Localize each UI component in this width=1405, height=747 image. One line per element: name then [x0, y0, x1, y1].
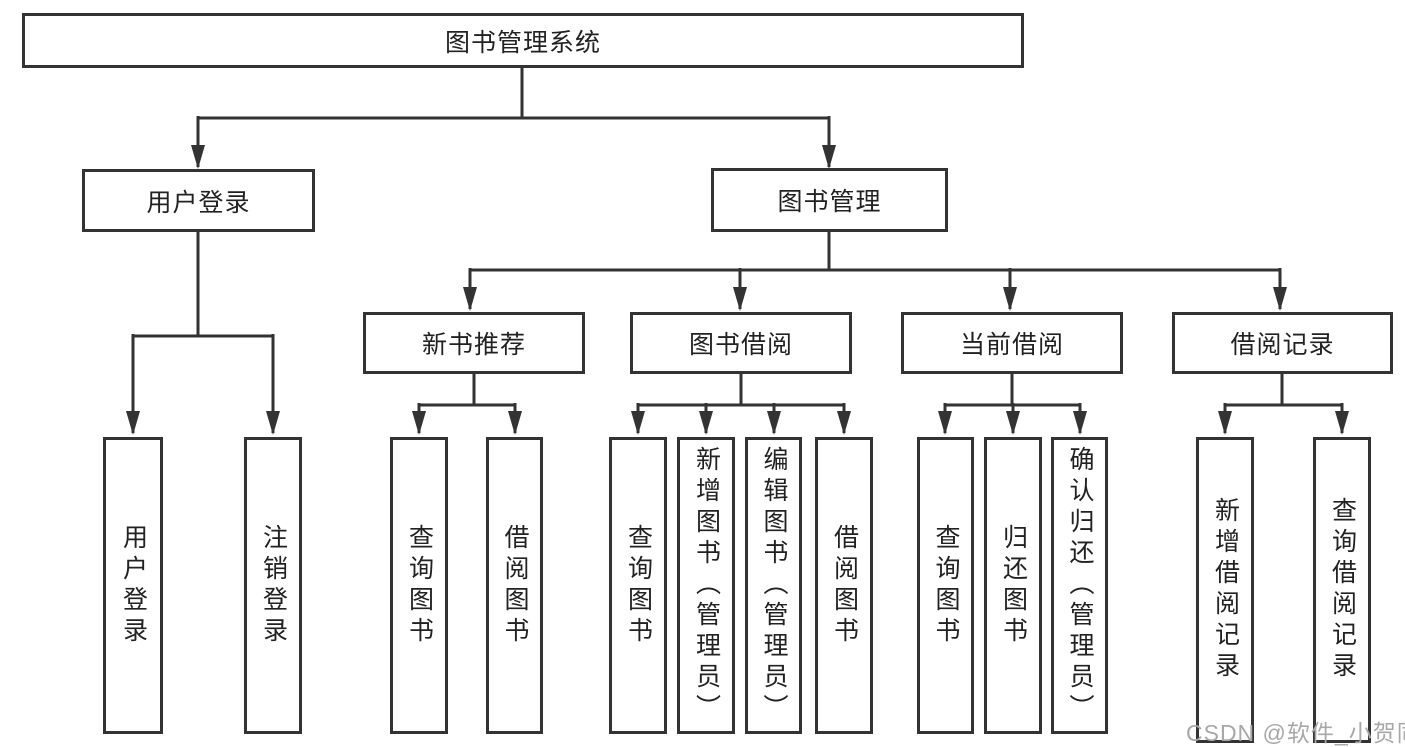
- leaf-borrow-books-label: 借阅图书: [501, 523, 529, 648]
- leaf-user-login: 用户登录: [103, 437, 163, 734]
- leaf-return-books-label: 归还图书: [999, 523, 1028, 648]
- connector-book-mgmt-split: [468, 230, 1282, 272]
- csdn-watermark: CSDN @软件_小贺同学: [1186, 720, 1405, 746]
- leaf-query-borrow-record-label: 查询借阅记录: [1328, 497, 1357, 683]
- leaf-confirm-return-admin: 确认归还（管理员）: [1051, 437, 1108, 734]
- leaf-add-borrow-record: 新增借阅记录: [1196, 437, 1254, 743]
- node-root: 图书管理系统: [22, 13, 1024, 68]
- connector-borrow-records-split: [1223, 372, 1344, 407]
- leaf-logout: 注销登录: [244, 437, 302, 734]
- leaf-query-books: 查询图书: [390, 437, 448, 734]
- leaf-add-books-admin: 新增图书（管理员）: [677, 437, 735, 734]
- connector-root-split: [196, 66, 831, 120]
- leaf-borrow-books-2: 借阅图书: [815, 437, 873, 734]
- connector-new-books-split: [417, 372, 517, 407]
- leaf-borrow-books-2-label: 借阅图书: [830, 523, 859, 648]
- connector-book-borrow-split: [636, 372, 846, 407]
- leaf-query-borrow-record: 查询借阅记录: [1313, 437, 1371, 743]
- leaf-query-books-3-label: 查询图书: [932, 523, 960, 648]
- node-new-books: 新书推荐: [363, 312, 585, 374]
- leaf-query-books-2: 查询图书: [609, 437, 667, 734]
- leaf-user-login-label: 用户登录: [119, 523, 148, 648]
- connector-current-borrow-split: [943, 372, 1082, 407]
- leaf-confirm-return-admin-label: 确认归还（管理员）: [1066, 446, 1094, 725]
- node-borrow-records: 借阅记录: [1172, 312, 1393, 374]
- node-book-borrow: 图书借阅: [630, 312, 852, 374]
- node-book-mgmt: 图书管理: [711, 168, 948, 232]
- leaf-edit-books-admin: 编辑图书（管理员）: [745, 437, 802, 734]
- leaf-borrow-books: 借阅图书: [486, 437, 543, 734]
- leaf-logout-label: 注销登录: [259, 523, 288, 648]
- leaf-add-borrow-record-label: 新增借阅记录: [1211, 497, 1240, 683]
- node-current-borrow: 当前借阅: [901, 312, 1123, 374]
- connector-user-login-split: [131, 230, 275, 338]
- leaf-edit-books-admin-label: 编辑图书（管理员）: [760, 446, 788, 725]
- leaf-add-books-admin-label: 新增图书（管理员）: [692, 446, 721, 725]
- leaf-query-books-2-label: 查询图书: [624, 523, 653, 648]
- leaf-return-books: 归还图书: [984, 437, 1042, 734]
- leaf-query-books-3: 查询图书: [917, 437, 974, 734]
- node-user-login: 用户登录: [82, 169, 315, 232]
- leaf-query-books-label: 查询图书: [405, 523, 434, 648]
